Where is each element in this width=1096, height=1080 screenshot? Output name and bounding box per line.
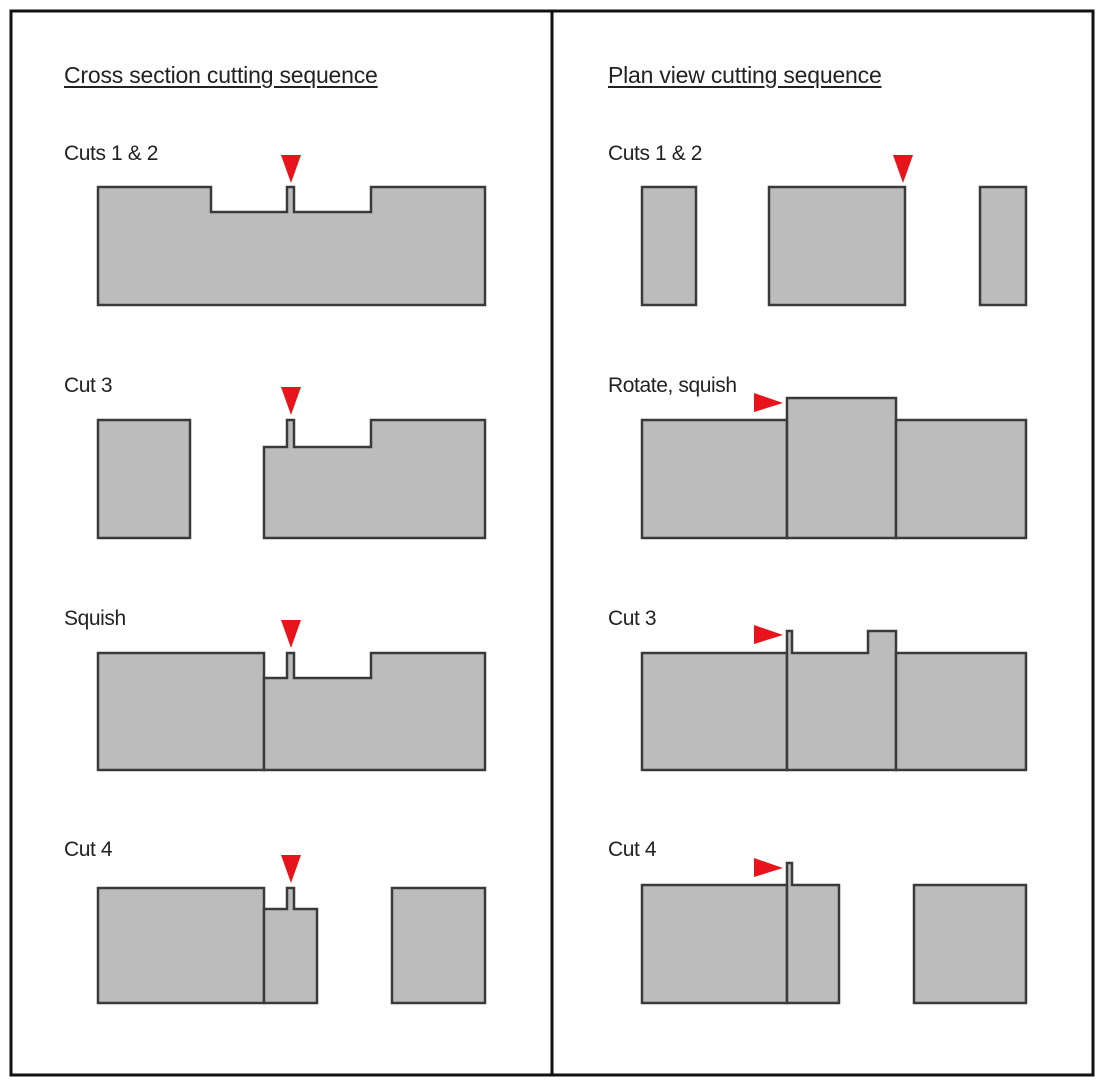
left-step-2-label: Cut 3 bbox=[64, 374, 113, 397]
cut-marker-arrow-icon bbox=[893, 155, 913, 183]
left-panel-step-3-block-2 bbox=[262, 651, 487, 772]
right-panel-step-3-block-3 bbox=[894, 651, 1028, 772]
left-panel-step-4-block-1 bbox=[96, 886, 266, 1005]
right-panel-step-2-block-1 bbox=[640, 418, 789, 540]
left-panel-step-2-block-1 bbox=[96, 418, 192, 540]
right-step-4-label: Cut 4 bbox=[608, 838, 657, 861]
right-panel-step-2-block-2 bbox=[785, 396, 898, 540]
cut-marker-arrow-icon bbox=[754, 858, 783, 877]
cut-marker-arrow-icon bbox=[754, 625, 783, 644]
cut-marker-arrow-icon bbox=[281, 155, 301, 183]
cut-marker-arrow-icon bbox=[281, 620, 301, 648]
left-panel-step-3-block-1 bbox=[96, 651, 266, 772]
left-step-3-label: Squish bbox=[64, 607, 126, 630]
right-step-2-label: Rotate, squish bbox=[608, 374, 737, 397]
right-panel-title: Plan view cutting sequence bbox=[608, 62, 882, 88]
right-panel-step-4-block-1 bbox=[640, 883, 789, 1005]
cut-marker-arrow-icon bbox=[754, 393, 783, 412]
right-panel-step-3-block-1 bbox=[640, 651, 789, 772]
shape-layer bbox=[96, 155, 1028, 1005]
left-panel-step-4-block-2 bbox=[262, 886, 319, 1005]
left-panel-step-1-block-1 bbox=[96, 185, 487, 307]
left-step-1-label: Cuts 1 & 2 bbox=[64, 142, 159, 165]
right-panel-step-1-block-3 bbox=[978, 185, 1028, 307]
right-panel-step-4-block-2 bbox=[785, 861, 841, 1005]
left-step-4-label: Cut 4 bbox=[64, 838, 113, 861]
left-panel-step-4-block-3 bbox=[390, 886, 487, 1005]
right-panel-step-1-block-2 bbox=[767, 185, 907, 307]
right-panel-step-1-block-1 bbox=[640, 185, 698, 307]
cut-marker-arrow-icon bbox=[281, 387, 301, 415]
right-step-3-label: Cut 3 bbox=[608, 607, 657, 630]
cut-marker-arrow-icon bbox=[281, 855, 301, 883]
left-panel-title: Cross section cutting sequence bbox=[64, 62, 378, 88]
right-panel-step-2-block-3 bbox=[894, 418, 1028, 540]
right-panel-step-3-block-2 bbox=[785, 629, 898, 772]
right-panel-step-4-block-3 bbox=[912, 883, 1028, 1005]
left-panel-step-2-block-2 bbox=[262, 418, 487, 540]
right-step-1-label: Cuts 1 & 2 bbox=[608, 142, 703, 165]
